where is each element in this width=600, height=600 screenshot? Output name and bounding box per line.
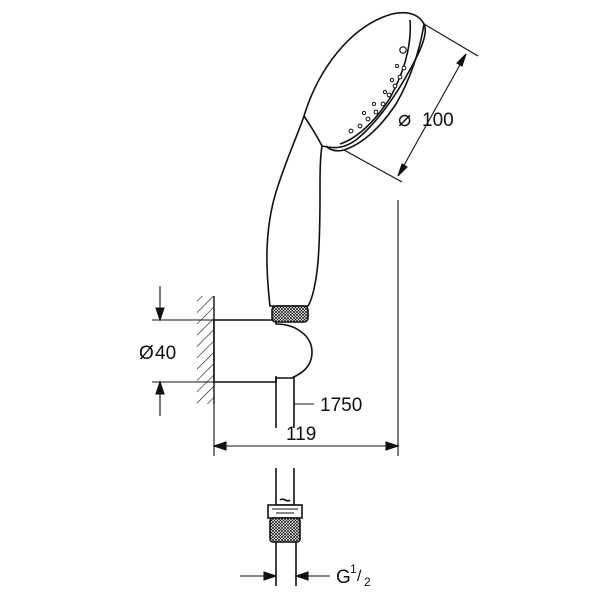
wall-hatching (197, 296, 214, 404)
hose-upper (275, 376, 295, 428)
dimension-labels: ⌀ 100 Ø 40 1750 119 G 1 / 2 (139, 106, 454, 589)
thread-numerator: 1 (350, 562, 357, 576)
spray-nozzle (373, 109, 379, 115)
spray-nozzle (394, 63, 400, 69)
hose-end-knurl (269, 517, 301, 543)
thread-denominator: 2 (364, 575, 371, 589)
head-dimension-line (397, 53, 467, 177)
holder-arrow-bottom (155, 380, 165, 395)
holder-body (213, 319, 313, 383)
break-mark (279, 498, 291, 502)
head-arrow-top (456, 53, 467, 67)
spray-nozzle (386, 92, 392, 98)
spray-nozzle (365, 116, 371, 122)
head-diameter-value: 100 (422, 110, 454, 131)
spray-nozzle (397, 74, 403, 80)
shower-mode-marker (399, 46, 407, 54)
shower-face-rim (325, 23, 425, 152)
hose-upper-body (275, 376, 295, 428)
thread-arrow-left (263, 571, 278, 581)
shower-collar-seam (303, 115, 323, 147)
projection-label: 119 (286, 424, 316, 445)
head-extension-top (423, 23, 479, 57)
handle-hose-nut (271, 305, 309, 323)
spray-nozzle (389, 77, 395, 83)
dimension-lines (152, 23, 479, 581)
spray-nozzle (380, 101, 386, 107)
hose-end-nut-marks (272, 508, 298, 514)
spray-nozzle (392, 83, 398, 89)
spray-nozzle (361, 110, 367, 116)
thread-letter: G (336, 567, 351, 588)
holder-arrow-top (155, 307, 165, 322)
hand-shower (266, 11, 427, 323)
hose-end-nut (267, 504, 303, 519)
hose-length-label: 1750 (320, 395, 362, 416)
spray-nozzle (382, 89, 388, 95)
spray-nozzle (371, 101, 377, 107)
thread-slash: / (357, 568, 362, 585)
wall-holder (213, 319, 313, 383)
head-diameter-symbol: ⌀ (398, 106, 411, 131)
spray-nozzle (357, 123, 363, 129)
hose-end-thread (275, 542, 297, 586)
thread-arrow-right (294, 571, 309, 581)
wall (197, 296, 215, 404)
spray-nozzle (348, 128, 354, 134)
holder-diameter-symbol: Ø (139, 343, 154, 364)
shower-face-plate (339, 19, 412, 145)
projection-arrow-left (212, 441, 227, 451)
shower-handle (266, 11, 427, 307)
hose-lower (267, 468, 303, 586)
spray-nozzle (401, 65, 407, 71)
head-arrow-bottom (397, 163, 408, 177)
holder-diameter-value: 40 (155, 343, 176, 364)
projection-arrow-right (385, 441, 400, 451)
head-extension-bottom (343, 149, 403, 183)
